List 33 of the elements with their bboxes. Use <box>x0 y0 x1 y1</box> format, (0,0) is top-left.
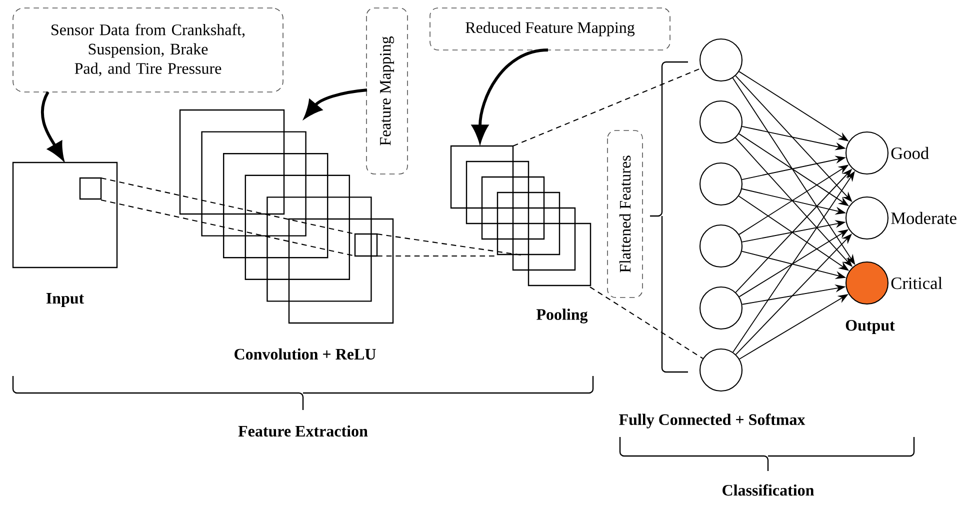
group-label: Feature Extraction <box>238 425 368 437</box>
callout-box: Reduced Feature Mapping <box>430 8 670 50</box>
group-label: Classification <box>722 484 814 496</box>
callout-box: Feature Mapping <box>366 8 408 174</box>
neuron-circle <box>699 224 743 268</box>
input-square <box>12 162 118 268</box>
pooled-map-stack <box>450 145 592 286</box>
projection-line <box>100 199 356 257</box>
callout-box: Flattened Features <box>607 130 643 298</box>
curved-arrow <box>304 88 368 118</box>
callout-box: Sensor Data from Crankshaft, Suspension, Brake Pad, and Tire Pressure <box>12 8 284 92</box>
neuron-circle <box>699 162 743 206</box>
neuron-circle <box>845 261 889 305</box>
projection-line <box>512 68 702 146</box>
neuron-circle <box>699 100 743 144</box>
neuron-circle <box>699 38 743 82</box>
projection-line <box>100 177 356 235</box>
projection-line <box>590 286 704 359</box>
class-label: Critical <box>891 276 942 290</box>
layer-label: Fully Connected + Softmax <box>619 414 806 428</box>
projection-line <box>376 233 522 256</box>
neuron-circle <box>699 348 743 392</box>
projection-line <box>377 255 498 257</box>
layer-label: Pooling <box>536 308 588 324</box>
class-label: Moderate <box>891 212 956 224</box>
curved-arrow <box>472 48 548 142</box>
neuron-circle <box>845 131 889 175</box>
neuron-circle <box>699 286 743 330</box>
neuron-circle <box>845 196 889 240</box>
layer-label: Convolution + ReLU <box>234 348 376 360</box>
class-heading: Output <box>846 320 895 334</box>
layer-label: Input <box>46 293 84 307</box>
class-label: Good <box>891 146 929 160</box>
